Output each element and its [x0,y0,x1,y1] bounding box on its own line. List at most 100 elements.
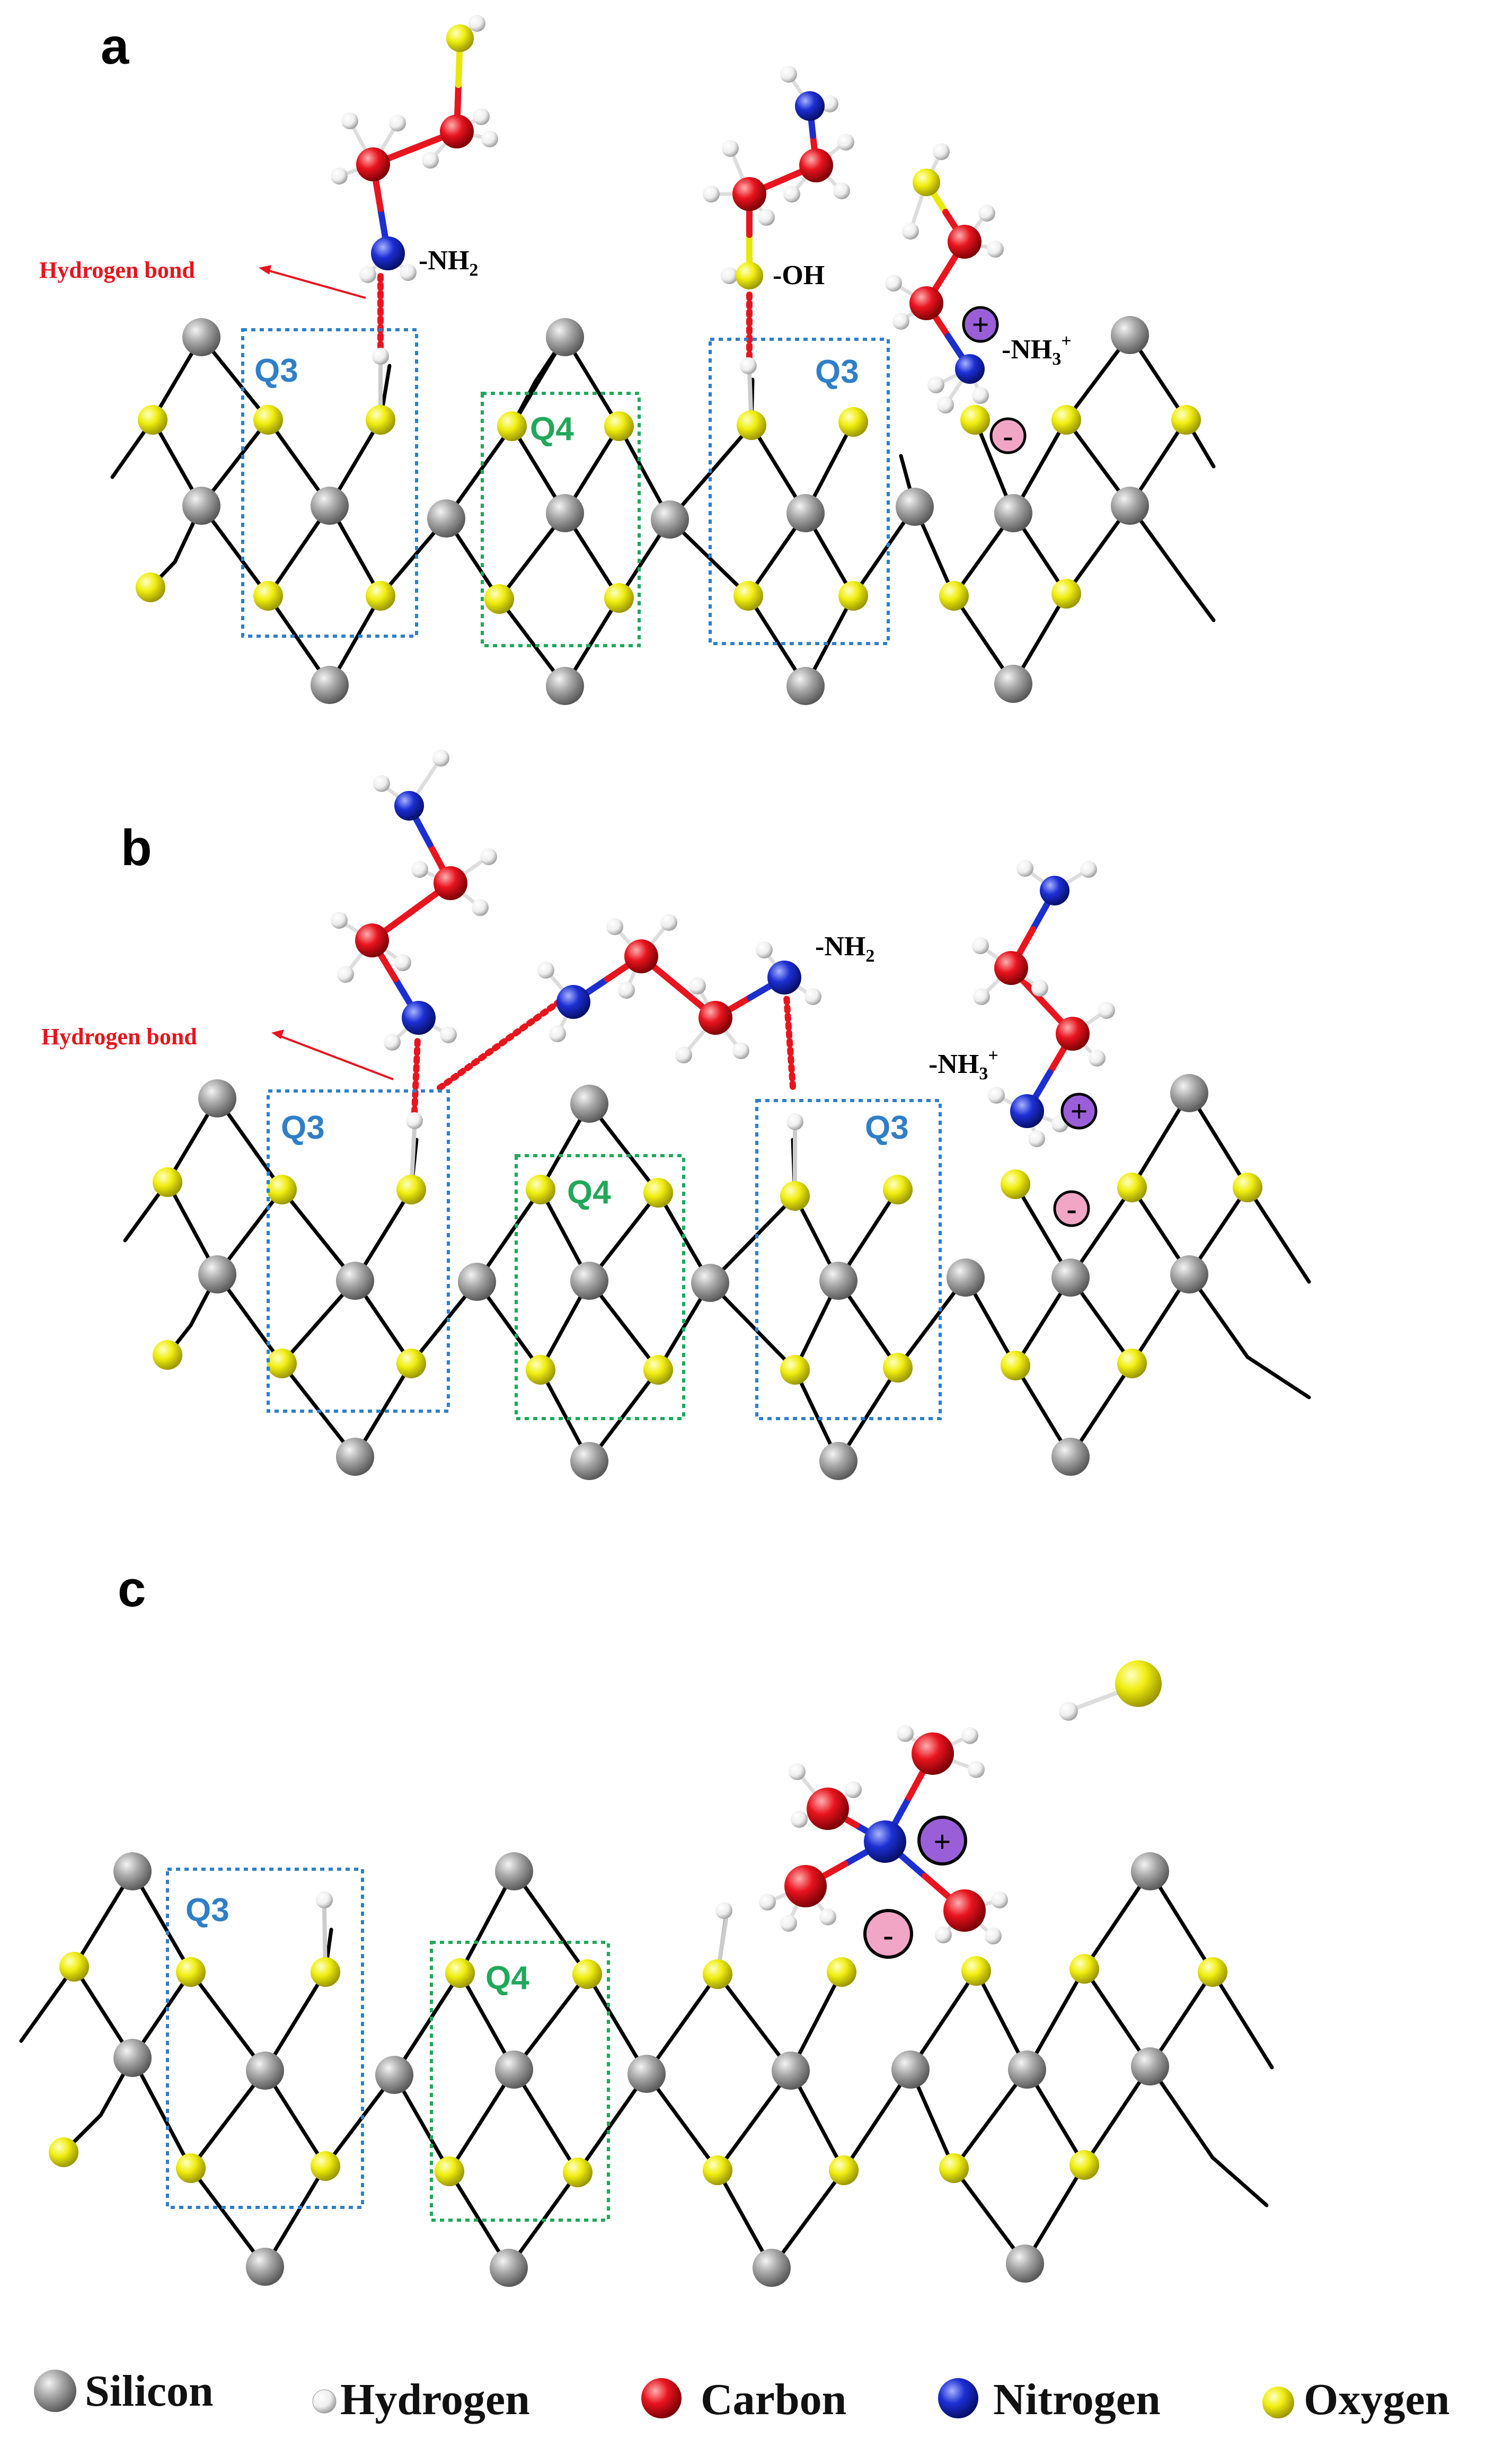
oxygen-atom [176,1957,206,1987]
hydrogen-atom [316,1891,333,1908]
silicon-atom [1170,1074,1208,1112]
hydrogen-atom [480,848,497,865]
pointer-arrowhead [259,265,271,275]
silicon-atom [113,2039,152,2077]
hydrogen-bonds-layer [377,270,796,1115]
hydrogen-atom [432,750,449,767]
carbon-atom [624,939,658,973]
hydrogen-bond-line [783,993,796,1090]
oxygen-atom [59,1952,89,1982]
silicon-atom [1131,2047,1169,2085]
legend-label: Silicon [85,2366,214,2416]
carbon-atom [784,1865,827,1907]
bond-line [1148,1869,1215,1974]
carbon-atom [799,148,833,182]
bond-line [576,2072,649,2175]
bond-line [1210,2155,1269,2207]
oxygen-atom [396,1175,426,1204]
hydrogen-atom [968,1761,985,1778]
silicon-atom [994,665,1032,703]
oxygen-atom [1001,1169,1030,1199]
bond-line [1023,2163,1086,2266]
legend-label: Nitrogen [993,2375,1161,2424]
oxygen-atom [445,1958,475,1988]
oxygen-atom [1171,405,1201,435]
oxygen-atom [253,581,283,611]
bond-line [1210,1970,1274,2070]
oxygen-atom [484,584,514,614]
oxygen-atom [138,405,167,435]
bond-line [1082,1967,1152,2069]
oxygen-atom [1051,405,1081,435]
oxygen-atom [435,2157,464,2186]
hydrogen-atom [732,1042,749,1059]
legend-item-oxygen: Oxygen [1262,2375,1449,2424]
q3-label-left: Q3 [185,1892,229,1929]
hydrogen-atom [411,861,428,878]
hydrogen-atom [988,1087,1005,1104]
silicon-atom [375,2056,413,2094]
oxygen-atom [176,2153,206,2183]
silicon-atom [819,1262,857,1300]
q4-box [481,392,641,647]
bond-line [708,1281,797,1372]
carbon-atom [355,923,389,957]
hydrogen-atom [384,1034,401,1051]
silicon-atom [772,2052,810,2090]
hydrogen-atom [440,1026,457,1043]
q3-label-left: Q3 [281,1110,325,1146]
oxygen-atom [960,405,990,435]
oxygen-atom [311,2151,340,2181]
silicon-atom [691,1264,729,1302]
hydrogen-atom [689,978,706,994]
q3-label-right: Q3 [815,354,859,390]
silicon-atom [651,500,689,539]
q3-box-left [267,1089,450,1413]
q3-label-right: Q3 [865,1110,909,1146]
hydrogen-atom [618,982,635,999]
hydrogen-atom [837,134,854,151]
hydrogen-atom [973,988,990,1005]
oxygen-atom [526,1355,555,1385]
hydrogen-atom [786,1113,803,1130]
nitrogen-atom [394,791,424,821]
bond-line [715,1972,793,2073]
hydrogen-atom [985,1927,1002,1944]
oxygen-atom [311,1957,340,1987]
silicon-atom [753,2249,791,2287]
bond-line [263,1970,328,2073]
bond-line [189,2166,267,2269]
hydrogen-atom [422,152,439,169]
silicon-atom [819,1442,857,1480]
bond-line [1082,2064,1152,2167]
panel-c: c Q3 Q4 + - [118,1561,967,2222]
bond-line [512,1869,589,1976]
carbon-atom [440,115,474,148]
carbon-atom [943,1889,986,1932]
bond-line [280,1187,357,1283]
hydrogen-atom [406,1112,423,1129]
nitrogen-atom [371,236,405,270]
bond-line [842,2067,913,2172]
legend-item-carbon: Carbon [641,2375,846,2424]
hydrogen-atom [372,348,389,365]
bond-line [1245,1355,1311,1400]
oxygen-atom [1115,1660,1162,1707]
hydroxyl-group-label: -OH [773,260,825,291]
oxygen-atom [838,581,868,611]
oxygen-atom [939,581,969,611]
hydrogen-atom [972,937,989,954]
hydrogen-bond-line [437,994,568,1091]
panel-a: a Q3 Q4 Q3 Hydrogen bond -NH2 -OH -NH3+ … [39,18,1072,647]
silicon-atom [311,666,349,704]
hydrogen-bond-pointer [263,268,366,299]
q4-label: Q4 [485,1960,529,1996]
carbon-atom [909,286,943,320]
svg-text:+: + [1070,1094,1087,1129]
oxygen-atom [827,1957,856,1987]
legend-item-hydrogen: Hydrogen [312,2375,530,2424]
q3-box-left [241,328,418,638]
amine-group-label: -NH2 [419,245,478,280]
oxygen-atom [913,169,940,196]
silicon-atom [495,2050,533,2089]
